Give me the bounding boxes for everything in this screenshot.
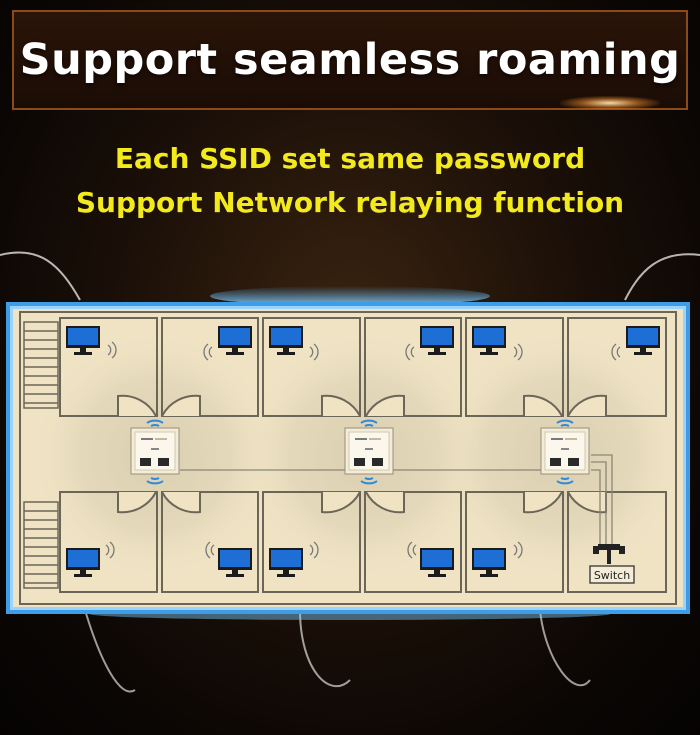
title-glow [560, 96, 660, 110]
access-point-2 [344, 419, 394, 485]
title-banner: Support seamless roaming [12, 10, 688, 110]
wall-access-point-icon [130, 427, 180, 475]
network-switch-icon [593, 544, 625, 564]
page-title: Support seamless roaming [19, 35, 681, 85]
access-point-3 [540, 419, 590, 485]
doors [117, 394, 607, 514]
staircase-top [23, 321, 59, 409]
walls [19, 311, 677, 605]
staircase-bottom [23, 501, 59, 589]
subtitle-line-1: Each SSID set same password [114, 142, 586, 175]
wall-access-point-icon [344, 427, 394, 475]
subtitle-line-2: Support Network relaying function [75, 186, 625, 219]
network-cables [180, 454, 613, 545]
network-switch: Switch [589, 544, 635, 584]
access-point-1 [130, 419, 180, 485]
wall-access-point-icon [540, 427, 590, 475]
switch-label: Switch [594, 569, 630, 582]
